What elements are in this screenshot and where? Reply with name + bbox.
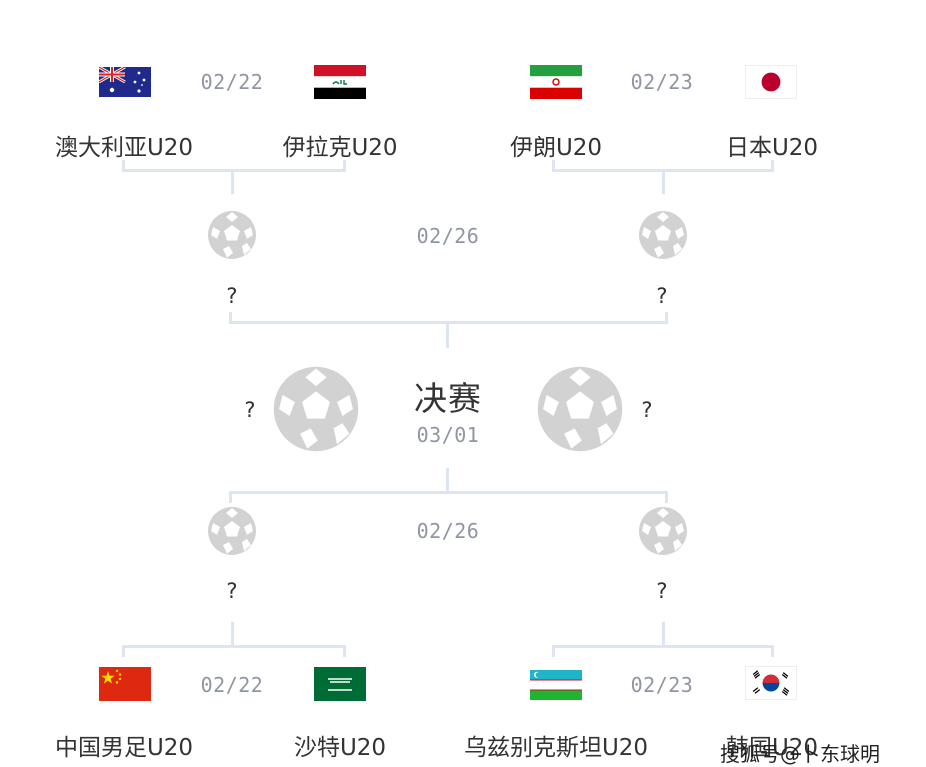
semi-date-top: 02/26 (416, 224, 480, 248)
final-date: 03/01 (416, 423, 480, 447)
bracket-line (552, 645, 774, 648)
japan-flag (745, 65, 797, 99)
bracket-line (771, 645, 774, 657)
match-date-top-left: 02/22 (200, 70, 264, 94)
finalist-placeholder: ? (641, 398, 653, 422)
winner-placeholder: ? (226, 579, 238, 603)
soccer-ball-icon (207, 506, 257, 556)
team-name: 澳大利亚U20 (54, 135, 194, 161)
china-flag (99, 667, 151, 701)
soccer-ball-icon (207, 210, 257, 260)
team-name: 乌兹别克斯坦U20 (463, 735, 649, 761)
team-name: 伊拉克U20 (282, 135, 398, 161)
team-name: 日本U20 (725, 135, 819, 161)
saudi-flag (314, 667, 366, 701)
korea-flag (745, 666, 797, 700)
team-name: 中国男足U20 (54, 735, 194, 761)
winner-placeholder: ? (656, 284, 668, 308)
bracket-line (343, 645, 346, 657)
australia-flag (99, 67, 151, 97)
soccer-ball-icon (536, 365, 624, 453)
match-date-bottom-left: 02/22 (200, 673, 264, 697)
bracket-line (122, 645, 346, 648)
bracket-line (665, 491, 668, 503)
match-date-bottom-right: 02/23 (630, 673, 694, 697)
bracket-line (229, 312, 232, 324)
uzbekistan-flag (530, 670, 582, 700)
team-name: 沙特U20 (293, 735, 387, 761)
bracket-line (446, 321, 449, 348)
watermark-text: 搜狐号@卜东球明 (720, 742, 880, 766)
bracket-line (552, 160, 555, 172)
bracket-line (343, 160, 346, 172)
match-date-top-right: 02/23 (630, 70, 694, 94)
bracket-line (771, 160, 774, 172)
final-title: 决赛 (414, 379, 482, 418)
bracket-line (122, 645, 125, 657)
bracket-line (122, 169, 346, 172)
bracket-line (665, 312, 668, 324)
bracket-line (552, 645, 555, 657)
bracket-line (662, 622, 665, 648)
soccer-ball-icon (638, 210, 688, 260)
iran-flag (530, 65, 582, 99)
soccer-ball-icon (638, 506, 688, 556)
bracket-line (231, 169, 234, 194)
winner-placeholder: ? (656, 579, 668, 603)
iraq-flag (314, 65, 366, 99)
bracket-line (446, 468, 449, 494)
bracket-line (229, 491, 232, 503)
bracket-line (231, 622, 234, 648)
semi-date-bottom: 02/26 (416, 519, 480, 543)
bracket-line (122, 160, 125, 172)
finalist-placeholder: ? (244, 398, 256, 422)
bracket-line (662, 169, 665, 194)
winner-placeholder: ? (226, 284, 238, 308)
team-name: 伊朗U20 (509, 135, 603, 161)
bracket-line (229, 491, 668, 494)
soccer-ball-icon (272, 365, 360, 453)
